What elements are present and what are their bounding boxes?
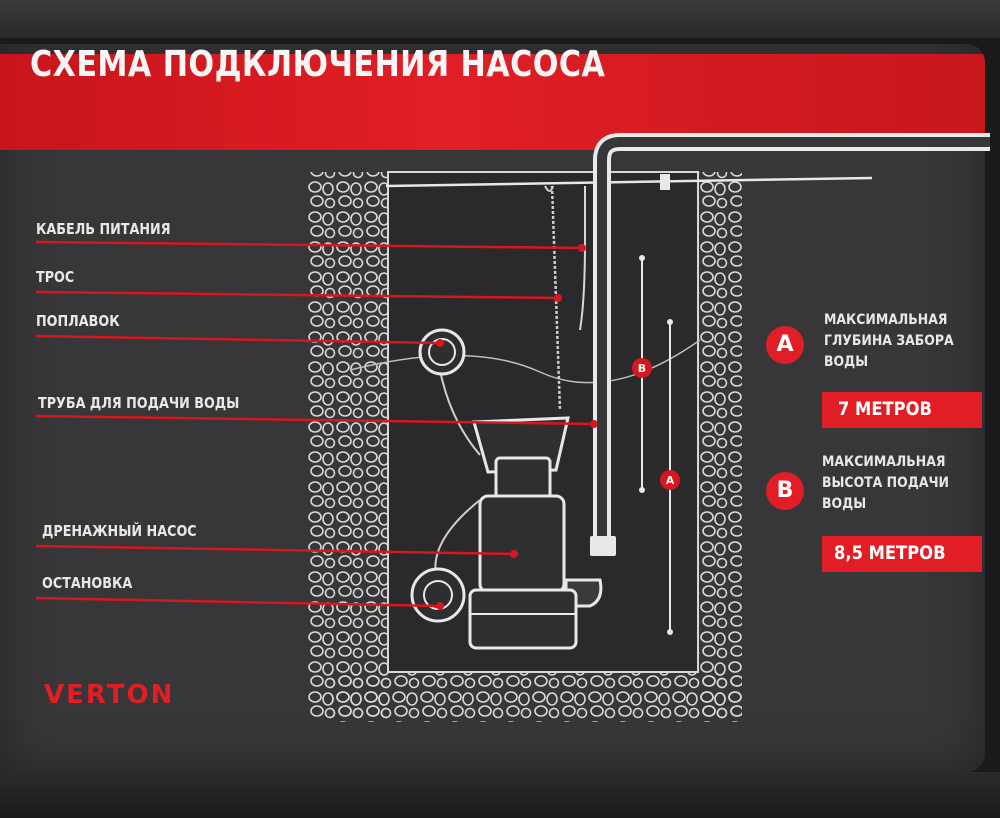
marker-b-letter: B [638,362,646,375]
brand-logo: VERTON [44,680,174,710]
label-rope: ТРОС [36,268,74,286]
spec-a-value: 7 МЕТРОВ [838,398,932,420]
spec-b-value: 8,5 МЕТРОВ [834,542,946,564]
housing-bottom-rim [0,772,1000,818]
pump-body [480,496,564,592]
label-pump: ДРЕНАЖНЫЙ НАСОС [42,522,197,540]
stone-wall-right [698,172,742,720]
pump-base [470,590,576,648]
stop-float [412,569,464,621]
spec-a-text: МАКСИМАЛЬНАЯ ГЛУБИНА ЗАБОРА ВОДЫ [824,310,954,373]
spec-b-badge: B [766,472,804,510]
label-float: ПОПЛАВОК [36,312,120,330]
spec-b-text: МАКСИМАЛЬНАЯ ВЫСОТА ПОДАЧИ ВОДЫ [822,452,949,515]
marker-a-letter: A [666,474,675,487]
label-pipe: ТРУБА ДЛЯ ПОДАЧИ ВОДЫ [38,394,239,412]
spec-a-badge: A [766,326,804,364]
label-cable: КАБЕЛЬ ПИТАНИЯ [36,220,171,238]
beam-clamp [660,174,670,190]
label-stop: ОСТАНОВКА [42,574,132,592]
stone-wall-left [308,172,388,720]
stone-floor [330,672,742,722]
page-title: СХЕМА ПОДКЛЮЧЕНИЯ НАСОСА [30,44,605,85]
pump-handle [496,458,550,498]
float [420,330,464,374]
pipe-coupling [590,536,616,556]
